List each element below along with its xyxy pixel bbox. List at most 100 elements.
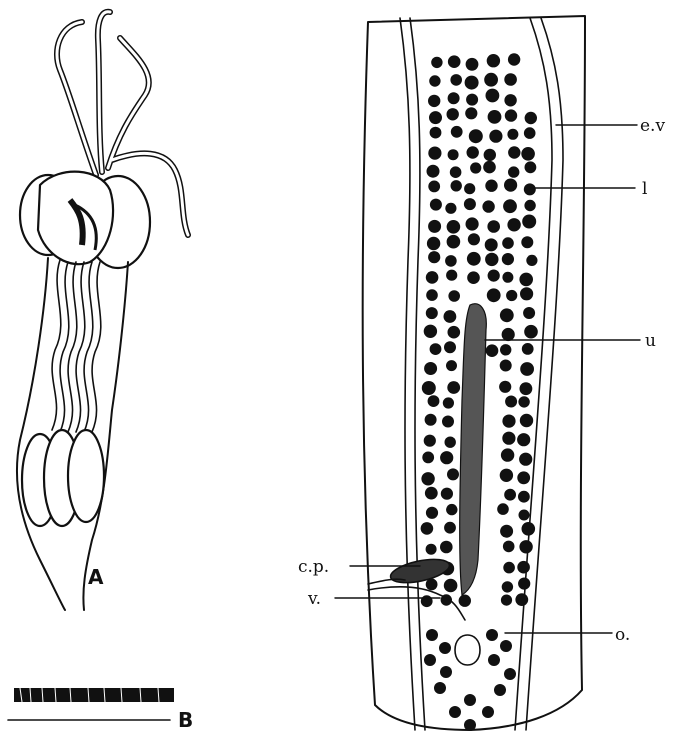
vitellarium-dot (521, 236, 533, 248)
vitellarium-dot (487, 54, 500, 67)
vitellarium-dot (520, 414, 533, 427)
vitellarium-dot (421, 472, 434, 485)
vitellarium-dot (426, 544, 437, 555)
vitellarium-dot (466, 94, 478, 106)
vitellarium-dot (431, 57, 442, 68)
vitellarium-dot (440, 451, 453, 464)
label-v: v. (307, 589, 321, 609)
vitellarium-dot (500, 344, 511, 355)
vitellarium-dot (467, 146, 479, 158)
vitellarium-dot (447, 381, 460, 394)
vitellarium-dot (518, 491, 530, 503)
vitellarium-dot (451, 126, 463, 138)
vitellarium-dot (504, 73, 517, 86)
vitellarium-dot (425, 487, 438, 500)
vitellarium-dot (520, 382, 533, 395)
vitellarium-dot (487, 288, 501, 302)
vitellarium-dot (524, 127, 536, 139)
vitellarium-dot (450, 74, 462, 86)
vitellarium-dot (503, 541, 515, 553)
vitellarium-dot (450, 166, 462, 178)
vitellarium-dot (429, 75, 440, 86)
vitellarium-dot (445, 203, 456, 214)
vitellarium-dot (518, 396, 529, 407)
vitellarium-dot (466, 217, 479, 230)
vitellarium-dot (466, 58, 479, 71)
vitellarium-dot (422, 452, 434, 464)
vitellarium-dot (447, 220, 461, 234)
vitellarium-dot (506, 290, 517, 301)
vitellarium-dot (515, 593, 528, 606)
panel-a-drawing (17, 12, 188, 610)
vitellarium-dot (526, 255, 537, 266)
vitellarium-dot (428, 251, 440, 263)
vitellarium-dot (465, 107, 477, 119)
vitellarium-dot (507, 218, 520, 231)
vitellarium-dot (440, 541, 453, 554)
panel-a-label: A (88, 565, 104, 589)
vitellarium-dot (486, 89, 500, 103)
vitellarium-dot (428, 147, 441, 160)
vitellarium-dot (485, 253, 498, 266)
label-ev: e.v (640, 116, 665, 136)
vitellarium-dot (464, 183, 475, 194)
vitellarium-dot (500, 308, 514, 322)
vitellarium-dot (448, 55, 461, 68)
vitellarium-dot (522, 215, 536, 229)
vitellarium-dot (507, 129, 518, 140)
vitellarium-dot (505, 396, 517, 408)
vitellarium-dot (448, 92, 460, 104)
vitellarium-dot (445, 255, 457, 267)
vitellarium-dot (424, 435, 436, 447)
vitellarium-dot (504, 179, 517, 192)
vitellarium-dot (519, 453, 532, 466)
label-u: u (645, 331, 656, 351)
vitellarium-dot (517, 471, 530, 484)
vitellarium-dot (497, 503, 509, 515)
vitellarium-dot (447, 235, 461, 249)
label-l: l (642, 179, 647, 199)
vitellarium-dot (523, 307, 535, 319)
vitellarium-dot (488, 110, 502, 124)
vitellarium-dot (426, 271, 439, 284)
vitellarium-dot (421, 522, 434, 535)
vitellarium-dot (502, 415, 515, 428)
vitellarium-dot (447, 108, 459, 120)
vitellarium-dot (502, 328, 515, 341)
vitellarium-dot (503, 199, 517, 213)
vitellarium-dot (447, 468, 459, 480)
vitellarium-dot (448, 290, 460, 302)
vitellarium-dot (430, 199, 442, 211)
vitellarium-dot (444, 341, 456, 353)
vitellarium-dot (427, 237, 440, 250)
vitellarium-dot (443, 397, 454, 408)
vitellarium-dot (445, 437, 456, 448)
vitellarium-dot (517, 561, 530, 574)
vitellarium-dot (499, 381, 511, 393)
vitellarium-dot (441, 488, 453, 500)
vitellarium-dot (424, 325, 437, 338)
vitellarium-dot (524, 183, 536, 195)
vitellarium-dot (502, 253, 514, 265)
proglottid-drawing (363, 16, 585, 731)
vitellarium-dot (444, 310, 457, 323)
vitellarium-dot (487, 220, 500, 233)
vitellarium-dot (470, 162, 481, 173)
vitellarium-dot (503, 562, 515, 574)
vitellarium-dot (426, 307, 438, 319)
vitellarium-dot (501, 595, 512, 606)
vitellarium-dot (517, 433, 530, 446)
vitellarium-dot (485, 238, 498, 251)
vitellarium-dot (524, 200, 535, 211)
vitellarium-dot (422, 381, 436, 395)
vitellarium-dot (488, 270, 500, 282)
vitellarium-dot (446, 360, 457, 371)
vitellarium-dot (500, 360, 512, 372)
vitellarium-dot (448, 149, 459, 160)
vitellarium-dot (451, 180, 462, 191)
vitellarium-dot (520, 362, 534, 376)
panel-b-label: B (178, 708, 193, 732)
vitellarium-dot (467, 271, 480, 284)
panel-b-drawing (8, 688, 174, 720)
vitellarium-dot (446, 504, 457, 515)
